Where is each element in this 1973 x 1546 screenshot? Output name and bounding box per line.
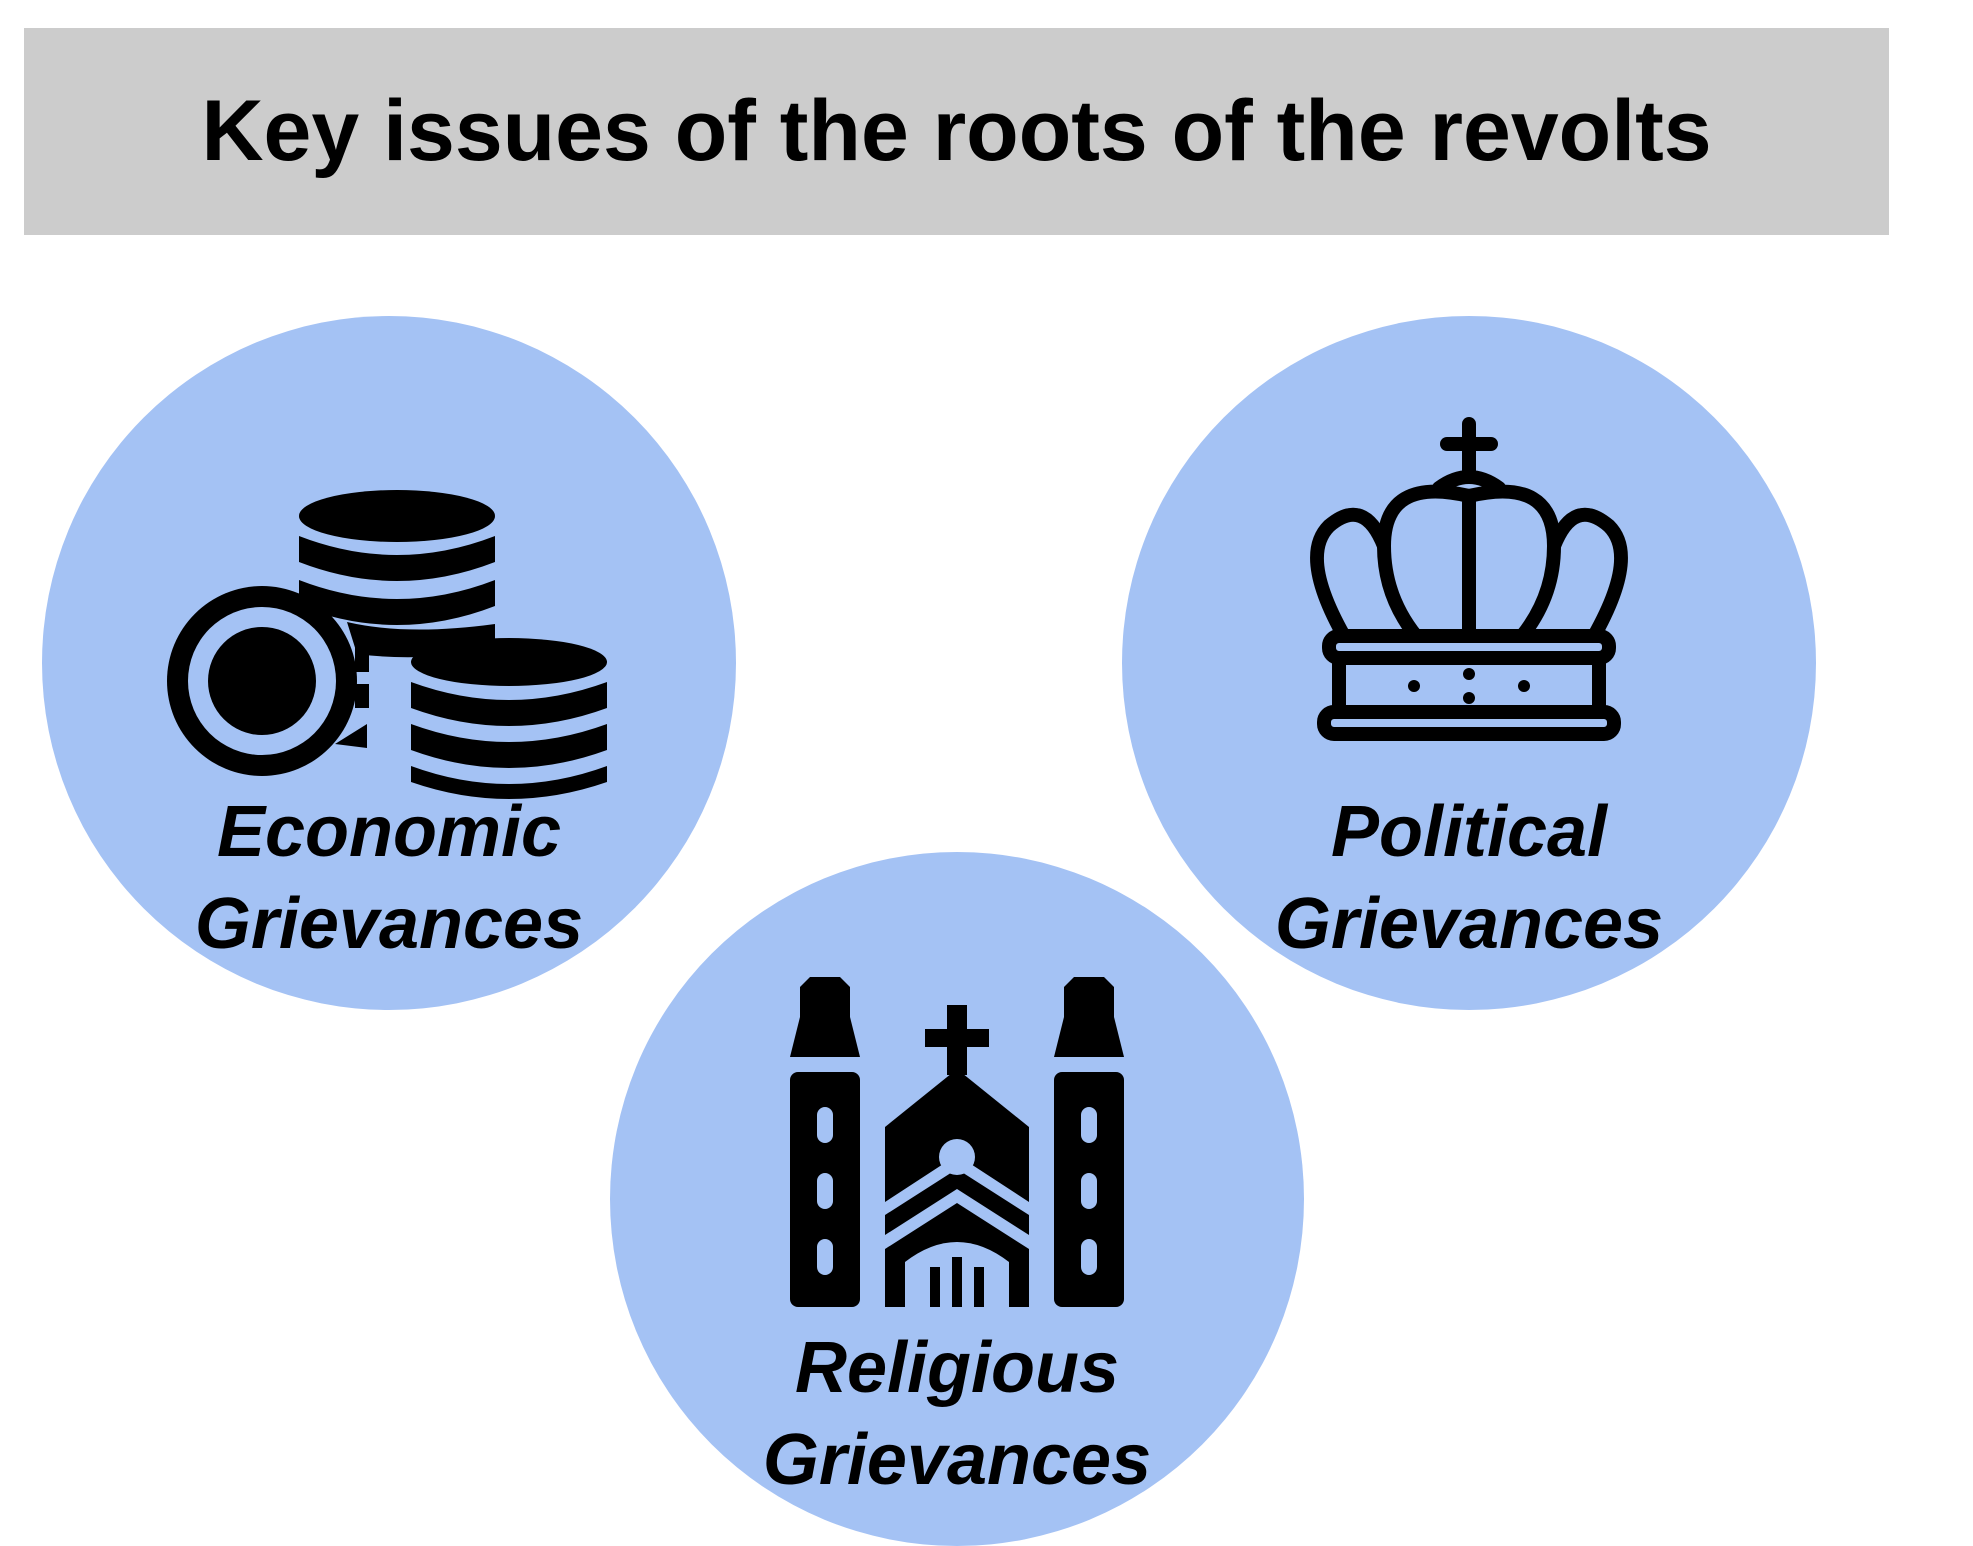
political-label: Political Grievances (1274, 792, 1664, 964)
crown-icon (1310, 417, 1628, 741)
church-icon (790, 977, 1124, 1307)
religious-label: Religious Grievances (762, 1328, 1152, 1500)
religious-grievances-node: Religious Grievances (610, 852, 1304, 1546)
economic-grievances-node: Economic Grievances (42, 316, 736, 1010)
political-grievances-node: Political Grievances (1122, 316, 1816, 1010)
title-banner: Key issues of the roots of the revolts (24, 28, 1889, 235)
coins-icon (167, 490, 607, 799)
page-title: Key issues of the roots of the revolts (201, 83, 1712, 179)
economic-label: Economic Grievances (194, 792, 584, 964)
